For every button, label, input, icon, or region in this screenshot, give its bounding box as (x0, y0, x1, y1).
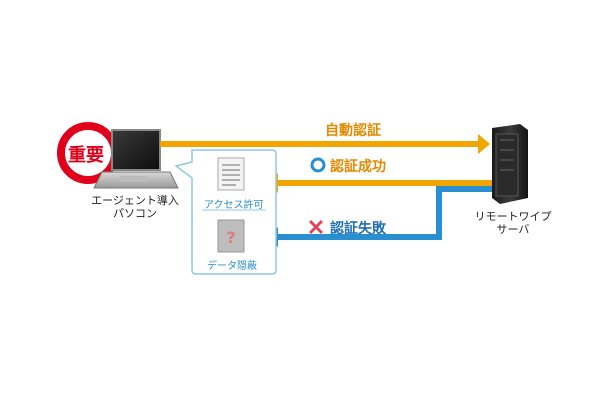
badge-label: 重要 (68, 145, 104, 166)
access-label: アクセス許可 (204, 200, 264, 211)
hidden-document-icon: ? (217, 219, 245, 253)
outcome-panel (174, 149, 277, 275)
auto-auth-label: 自動認証 (325, 123, 381, 139)
server-caption-line1: リモートワイプ (474, 210, 552, 223)
circle-icon (310, 157, 326, 173)
auto-auth-arrow (160, 134, 490, 154)
cross-icon (308, 219, 324, 235)
client-caption: エージェント導入 パソコン (80, 194, 190, 220)
client-caption-line1: エージェント導入 (91, 194, 179, 207)
document-icon (217, 157, 245, 191)
server-caption-line2: サーバ (496, 223, 530, 236)
hidden-label: データ隠蔽 (207, 261, 257, 272)
auth-fail-label: 認証失敗 (330, 221, 386, 237)
server-caption: リモートワイプ サーバ (458, 210, 568, 236)
svg-text:?: ? (226, 228, 235, 247)
server-icon (492, 124, 528, 204)
laptop-icon (93, 129, 179, 189)
auth-success-label: 認証成功 (330, 159, 386, 175)
client-caption-line2: パソコン (113, 207, 157, 220)
